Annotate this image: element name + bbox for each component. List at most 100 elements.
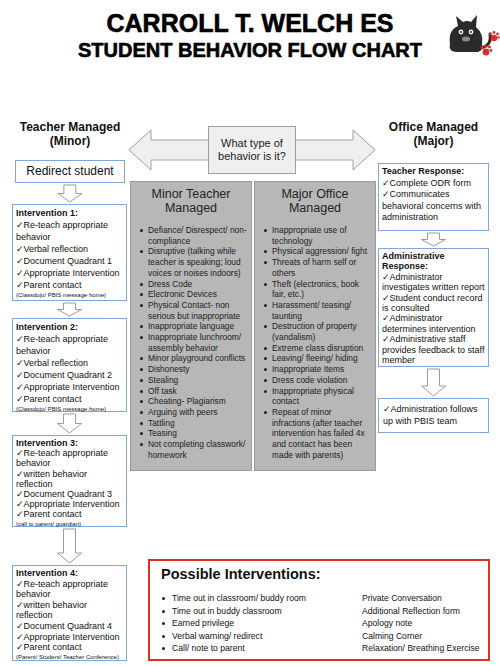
bullet-dot xyxy=(264,368,267,371)
list-item: Inappropriate lunchroom/ assembly behavi… xyxy=(148,332,241,353)
intervention-item: Earned privilege xyxy=(172,618,234,629)
box-text: ✓Parent contact xyxy=(16,509,123,519)
bullet-dot xyxy=(264,347,267,350)
process-box: Redirect student xyxy=(15,160,125,183)
box-text: ✓Complete ODR form xyxy=(382,178,485,190)
list-item-row: Defiance/ Disrespect/ non- compliance xyxy=(135,225,247,246)
box-text: ✓Administrator investigates written repo… xyxy=(382,272,485,293)
list-item-row: Dress code violation xyxy=(259,375,371,386)
list-item-row: Arguing with peers xyxy=(135,407,247,418)
behavior-list-panel: Major Office ManagedInappropriate use of… xyxy=(254,181,376,471)
box-text: ✓Re-teach appropriate behavior xyxy=(16,448,123,468)
box-text: ✓Re-teach appropriate behavior xyxy=(16,333,123,357)
intervention-item: Relaxation/ Breathing Exercise xyxy=(362,643,480,654)
interventions-box: Possible Interventions:Time out in class… xyxy=(148,559,490,661)
question-double-arrow: What type of behavior is it? xyxy=(128,126,376,174)
response-box: Teacher Response:✓Complete ODR form✓Comm… xyxy=(378,163,489,231)
bullet-dot xyxy=(140,293,143,296)
list-item: Inappropriate language xyxy=(148,321,234,331)
intervention-item: Apology note xyxy=(362,618,412,629)
box-heading: Intervention 4: xyxy=(16,568,123,579)
list-item-row: Physical Contact- non serious but inappr… xyxy=(135,300,247,321)
bullet-dot xyxy=(264,379,267,382)
list-item-row: Inappropriate lunchroom/ assembly behavi… xyxy=(135,332,247,353)
list-item: Off task xyxy=(148,386,177,396)
intervention-item: Time out in classroom/ buddy room xyxy=(172,593,306,604)
list-item-row: Stealing xyxy=(135,375,247,386)
bullet-dot xyxy=(264,411,267,414)
box-text: Redirect student xyxy=(16,164,124,179)
bullet-dot xyxy=(140,325,143,328)
list-item: Destruction of property (vandalism) xyxy=(272,321,357,342)
box-text: ✓Document Quadrant 4 xyxy=(16,621,123,632)
bullet-dot xyxy=(140,432,143,435)
process-box: ✓Administration follows up with PBIS tea… xyxy=(378,398,489,433)
box-text: ✓Student conduct record is consulted xyxy=(382,293,485,314)
box-heading: Administrative Response: xyxy=(382,251,485,272)
list-item-row: Cheating- Plagiarism xyxy=(135,396,247,407)
intervention-item: Time out in buddy classroom xyxy=(172,606,282,617)
list-item-row: Electronic Devices xyxy=(135,289,247,300)
bullet-dot xyxy=(140,283,143,286)
panel-heading: Major Office Managed xyxy=(259,187,371,215)
bullet-dot xyxy=(140,443,143,446)
list-item-row: Disruptive (talking while teacher is spe… xyxy=(135,246,247,278)
list-item-row: Minor playground conflicts xyxy=(135,353,247,364)
intervention-box: Intervention 1:✓Re-teach appropriate beh… xyxy=(12,204,127,301)
list-item: Inappropriate physical contact xyxy=(272,386,354,407)
intervention-box: Intervention 2:✓Re-teach appropriate beh… xyxy=(12,318,127,412)
list-item-row: Inappropriate physical contact xyxy=(259,386,371,407)
list-item-row: Theft (electronics, book fair, etc.) xyxy=(259,279,371,300)
box-text: ✓Appropriate Intervention xyxy=(16,381,123,393)
box-text: ✓Parent contact xyxy=(16,393,123,405)
box-note: (Parent/ Student/ Teacher Conference) xyxy=(16,653,123,661)
intervention-item: Verbal warning/ redirect xyxy=(172,631,262,642)
intervention-item: Private Conversation xyxy=(362,593,442,604)
box-text: ✓written behavior reflection xyxy=(16,600,123,621)
mascot-illustration xyxy=(440,6,500,62)
box-heading: Intervention 2: xyxy=(16,321,123,333)
block-arrow xyxy=(422,233,446,246)
list-item: Cheating- Plagiarism xyxy=(148,396,226,406)
box-note: (Classdojo/ PBIS message home) xyxy=(16,291,123,299)
list-item: Physical Contact- non serious but inappr… xyxy=(148,300,240,321)
list-item-row: Harassment/ teasing/ taunting xyxy=(259,300,371,321)
intervention-item: Call/ note to parent xyxy=(172,643,245,654)
box-text: ✓Document Quadrant 1 xyxy=(16,255,123,267)
list-item-row: Destruction of property (vandalism) xyxy=(259,321,371,342)
box-text: ✓Administration follows up with PBIS tea… xyxy=(383,403,484,427)
bullet-dot xyxy=(264,304,267,307)
box-text: ✓Re-teach appropriate behavior xyxy=(16,579,123,600)
list-item: Dress code violation xyxy=(272,375,347,385)
list-item-row: Tattling xyxy=(135,418,247,429)
intervention-box: Intervention 4:✓Re-teach appropriate beh… xyxy=(12,565,127,661)
list-item-row: Inappropriate language xyxy=(135,321,247,332)
box-text: ✓Document Quadrant 3 xyxy=(16,489,123,499)
block-arrow xyxy=(58,414,82,433)
list-item: Electronic Devices xyxy=(148,289,217,299)
list-item-row: Dishonesty xyxy=(135,364,247,375)
question-text: What type of behavior is it? xyxy=(210,137,294,163)
box-note: (Classdojo/ PBIS message home) xyxy=(16,405,123,413)
list-item: Not completing classwork/ homework xyxy=(148,439,245,460)
bullet-dot xyxy=(140,400,143,403)
list-item: Extreme class disruption xyxy=(272,343,363,353)
list-item: Defiance/ Disrespect/ non- compliance xyxy=(148,225,247,246)
list-item-row: Dress Code xyxy=(135,279,247,290)
list-item: Harassment/ teasing/ taunting xyxy=(272,300,351,321)
box-text: ✓Administrator determines intervention xyxy=(382,313,485,334)
list-item: Dress Code xyxy=(148,279,192,289)
list-item: Theft (electronics, book fair, etc.) xyxy=(272,279,359,300)
bullet-dot xyxy=(140,336,143,339)
response-box: Administrative Response:✓Administrator i… xyxy=(378,248,489,367)
box-text: ✓Appropriate Intervention xyxy=(16,632,123,643)
list-item-row: Inappropriate use of technology xyxy=(259,225,371,246)
box-text: ✓Parent contact xyxy=(16,279,123,291)
chart-title: CARROLL T. WELCH ES STUDENT BEHAVIOR FLO… xyxy=(65,10,435,64)
block-arrow xyxy=(422,369,446,396)
bullet-dot xyxy=(140,357,143,360)
bullet-dot xyxy=(264,390,267,393)
bullet-dot xyxy=(264,325,267,328)
